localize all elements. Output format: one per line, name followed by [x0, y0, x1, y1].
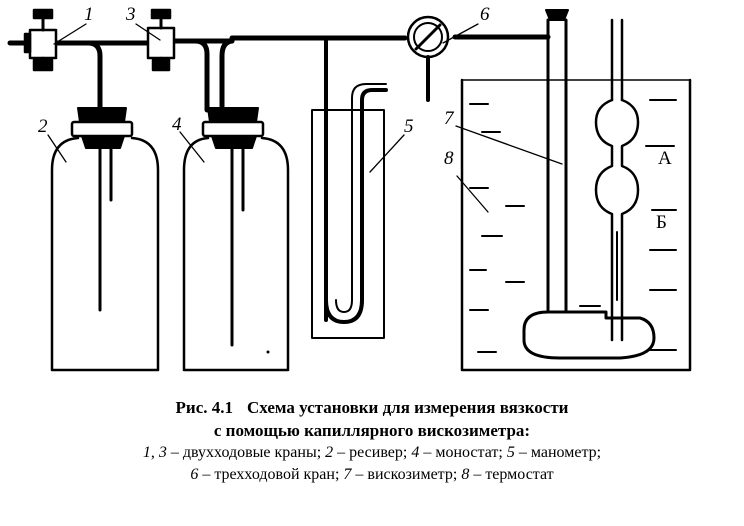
receiver-bottle-2	[50, 98, 160, 372]
label-3: 3	[125, 4, 136, 25]
leader-lines	[47, 23, 563, 213]
two-way-valve-1	[23, 8, 58, 72]
caption-title-line1: Рис. 4.1 Схема установки для измерения вя…	[0, 396, 744, 419]
figure-number: Рис. 4.1	[175, 398, 233, 417]
caption-title-line2: с помощью капиллярного вискозиметра:	[213, 421, 531, 440]
manometer-5	[311, 83, 388, 339]
label-2: 2	[38, 116, 48, 137]
thermostat-8	[460, 78, 692, 372]
label-1: 1	[84, 4, 94, 25]
label-5: 5	[404, 116, 414, 137]
three-way-valve-6	[406, 15, 450, 102]
label-bulb-b: Б	[656, 212, 667, 233]
two-way-valve-3	[146, 8, 176, 72]
label-4: 4	[172, 114, 182, 135]
caption-title-text: Схема установки для измерения вязкости	[247, 398, 569, 417]
label-6: 6	[480, 4, 490, 25]
label-8: 8	[444, 148, 454, 169]
viscometer-7	[522, 9, 656, 360]
label-bulb-a: А	[658, 148, 672, 169]
apparatus-diagram: 1 3 2 4 5 6 7 8 А Б	[7, 4, 692, 372]
caption-legend-line2: 6 – трехходовой кран; 7 – вискозиметр; 8…	[190, 466, 554, 483]
figure-caption: Рис. 4.1 Схема установки для измерения вя…	[0, 396, 744, 486]
caption-legend-line1: 1, 3 – двухходовые краны; 2 – ресивер; 4…	[142, 444, 602, 461]
monostat-bottle-4	[182, 107, 290, 372]
label-7: 7	[444, 108, 455, 129]
supply-line	[7, 34, 551, 322]
